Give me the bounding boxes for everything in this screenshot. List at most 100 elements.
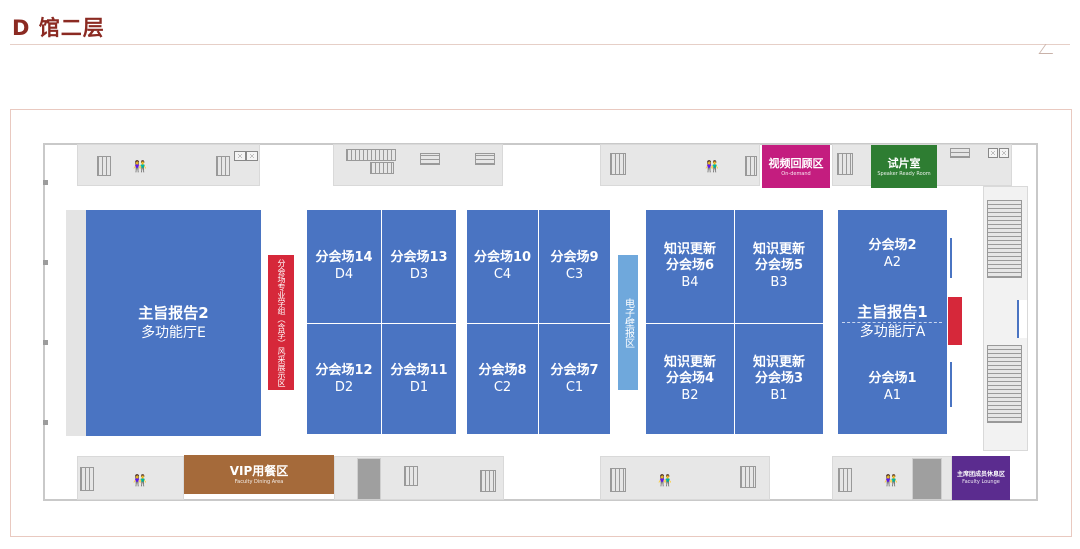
hall-c2-code: C2 <box>493 379 512 395</box>
restroom-icon: 👫 <box>133 474 147 487</box>
pillar <box>43 340 48 345</box>
hall-d2[interactable]: 分会场12 D2 <box>307 324 381 434</box>
stairs-icon <box>370 162 394 174</box>
hall-c3[interactable]: 分会场9 C3 <box>539 210 610 323</box>
hall-a1-code: A1 <box>883 387 902 403</box>
hall-b4-title-1: 知识更新 <box>663 242 716 257</box>
hall-b4[interactable]: 知识更新 分会场6 B4 <box>646 210 734 323</box>
keynote-hall-e-title: 主旨报告2 <box>138 304 209 322</box>
hall-a2-entrance-sign <box>950 238 960 278</box>
keynote-hall-a-sub: 多功能厅A <box>859 324 926 340</box>
hall-a-red-sign <box>948 297 962 345</box>
hall-d2-code: D2 <box>334 379 354 395</box>
hall-a2-title: 分会场2 <box>868 237 917 253</box>
video-review-label: 视频回顾区 <box>768 156 824 170</box>
right-wall-sign <box>1017 300 1027 338</box>
hall-d4-title: 分会场14 <box>315 250 373 265</box>
stairs-icon <box>346 149 396 161</box>
hall-d1[interactable]: 分会场11 D1 <box>382 324 456 434</box>
hall-b1[interactable]: 知识更新 分会场3 B1 <box>735 324 823 434</box>
faculty-lounge-label: 主席团成员休息区 <box>956 471 1005 478</box>
elevator-icon <box>988 148 998 158</box>
utility-room <box>912 458 942 500</box>
keynote-hall-e-sub: 多功能厅E <box>141 325 206 341</box>
hall-d1-title: 分会场11 <box>390 362 448 378</box>
vip-dining-area[interactable]: VIP用餐区 Faculty Dining Area <box>184 455 334 494</box>
hall-a1-entrance-sign <box>950 362 960 407</box>
hall-a2-code: A2 <box>883 254 902 270</box>
stairs-icon <box>480 470 496 492</box>
video-review-area[interactable]: 视频回顾区 On-demand <box>762 145 830 188</box>
stairs-icon <box>404 466 418 486</box>
hall-d4[interactable]: 分会场14 D4 <box>307 210 381 323</box>
stairs-icon <box>837 153 853 175</box>
hall-d3-code: D3 <box>409 267 429 282</box>
stairs-icon <box>745 156 757 176</box>
hall-b2[interactable]: 知识更新 分会场4 B2 <box>646 324 734 434</box>
pillar <box>43 260 48 265</box>
escalator-icon <box>987 345 1022 423</box>
hall-a1[interactable]: 分会场1 A1 <box>838 364 947 410</box>
hall-c3-code: C3 <box>565 267 584 282</box>
hall-c2-title: 分会场8 <box>478 362 527 378</box>
stairs-icon <box>740 466 756 488</box>
hall-b3-title-2: 分会场5 <box>754 258 804 273</box>
top-service-block-center-right <box>600 144 760 186</box>
hall-b4-code: B4 <box>681 275 699 290</box>
hall-b3-code: B3 <box>770 275 788 290</box>
restroom-icon: 👫 <box>884 474 898 487</box>
hall-d3-title: 分会场13 <box>390 250 448 265</box>
hall-c2[interactable]: 分会场8 C2 <box>467 324 538 434</box>
keynote-hall-a-title: 主旨报告1 <box>857 303 928 321</box>
speaker-ready-room-en: Speaker Ready Room <box>877 170 931 177</box>
stairs-icon <box>838 468 852 492</box>
utility-room <box>357 458 381 500</box>
academic-showcase-area[interactable]: 分会场专业学组（含学）风采展示区 <box>268 255 294 390</box>
hall-d3[interactable]: 分会场13 D3 <box>382 210 456 323</box>
hall-c4[interactable]: 分会场10 C4 <box>467 210 538 323</box>
e-poster-area[interactable]: 电子壁报区 <box>618 255 638 390</box>
vip-dining-label: VIP用餐区 <box>229 464 289 478</box>
stairs-icon <box>216 156 230 176</box>
hall-d1-code: D1 <box>409 379 429 395</box>
hall-c3-title: 分会场9 <box>550 250 599 265</box>
speaker-ready-room-label: 试片室 <box>887 156 921 170</box>
video-review-en: On-demand <box>781 170 811 177</box>
hall-b2-title-2: 分会场4 <box>665 370 715 386</box>
hall-d4-code: D4 <box>334 267 354 282</box>
stairs-icon <box>420 153 440 165</box>
stairs-icon <box>97 156 111 176</box>
hall-c1-code: C1 <box>565 379 584 395</box>
title-divider <box>10 44 1070 45</box>
hall-b1-title-1: 知识更新 <box>752 354 805 370</box>
hall-d2-title: 分会场12 <box>315 362 373 378</box>
hall-c1[interactable]: 分会场7 C1 <box>539 324 610 434</box>
hall-b4-title-2: 分会场6 <box>665 258 715 273</box>
left-wall-strip <box>66 210 86 436</box>
faculty-lounge-en: Faculty Lounge <box>962 479 1000 485</box>
speaker-ready-room[interactable]: 试片室 Speaker Ready Room <box>871 145 937 188</box>
vip-dining-en: Faculty Dining Area <box>234 479 284 485</box>
keynote-hall-a-label: 主旨报告1 多功能厅A <box>838 298 947 346</box>
hall-a2[interactable]: 分会场2 A2 <box>838 232 947 276</box>
faculty-lounge[interactable]: 主席团成员休息区 Faculty Lounge <box>952 456 1010 500</box>
pillar <box>43 180 48 185</box>
hall-b1-code: B1 <box>770 387 788 403</box>
stairs-icon <box>475 153 495 165</box>
escalator-icon <box>987 200 1022 278</box>
hall-b3-title-1: 知识更新 <box>752 242 805 257</box>
elevator-icon <box>246 151 258 161</box>
pillar <box>43 420 48 425</box>
hall-b2-title-1: 知识更新 <box>663 354 716 370</box>
hall-b1-title-2: 分会场3 <box>754 370 804 386</box>
hall-b2-code: B2 <box>681 387 699 403</box>
elevator-icon <box>999 148 1009 158</box>
stairs-icon <box>610 468 626 492</box>
restroom-icon: 👫 <box>658 474 672 487</box>
bottom-service-block-left <box>77 456 184 500</box>
page-title: D 馆二层 <box>12 16 105 40</box>
elevator-icon <box>234 151 246 161</box>
hall-c1-title: 分会场7 <box>550 362 599 378</box>
hall-b3[interactable]: 知识更新 分会场5 B3 <box>735 210 823 323</box>
keynote-hall-e[interactable]: 主旨报告2 多功能厅E <box>86 210 261 436</box>
